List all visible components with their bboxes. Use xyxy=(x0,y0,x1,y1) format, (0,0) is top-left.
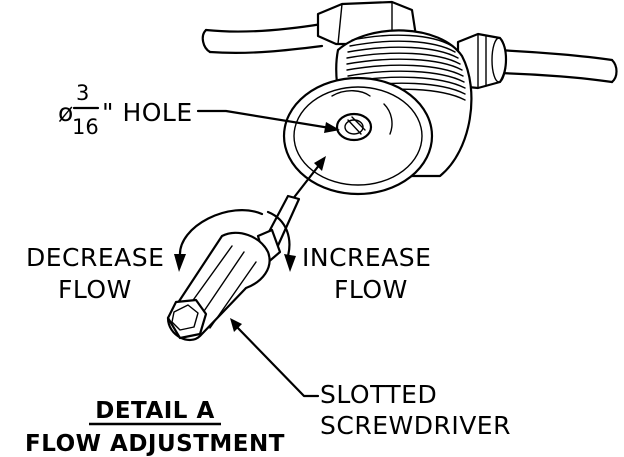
screwdriver-label-line2: SCREWDRIVER xyxy=(320,411,511,440)
increase-label-line1: INCREASE xyxy=(302,243,431,272)
decrease-label-line1: DECREASE xyxy=(26,243,164,272)
hole-label-text: " HOLE xyxy=(102,98,193,127)
screwdriver-label-line1: SLOTTED xyxy=(320,380,437,409)
detail-title-line2: FLOW ADJUSTMENT xyxy=(25,431,285,457)
detail-title: DETAIL A FLOW ADJUSTMENT xyxy=(25,398,285,457)
valve-cap xyxy=(282,76,434,196)
hole-size-label: ø 3 16 " HOLE xyxy=(58,81,193,139)
detail-title-line1: DETAIL A xyxy=(95,398,215,424)
right-fitting xyxy=(456,32,508,90)
fraction-numerator: 3 xyxy=(76,81,89,105)
screwdriver-leader xyxy=(230,318,320,398)
tubing-right xyxy=(494,48,618,84)
insertion-arrow xyxy=(290,156,326,202)
rotation-arcs xyxy=(174,209,296,272)
adjustment-hole xyxy=(335,112,373,142)
decrease-label-line2: FLOW xyxy=(58,275,132,304)
diameter-symbol: ø xyxy=(58,98,74,127)
increase-label-line2: FLOW xyxy=(334,275,408,304)
slotted-screwdriver xyxy=(166,194,301,342)
fraction-denominator: 16 xyxy=(72,115,99,139)
thread-lines xyxy=(346,34,466,101)
hole-leader xyxy=(196,109,340,133)
tubing-left xyxy=(201,22,324,54)
